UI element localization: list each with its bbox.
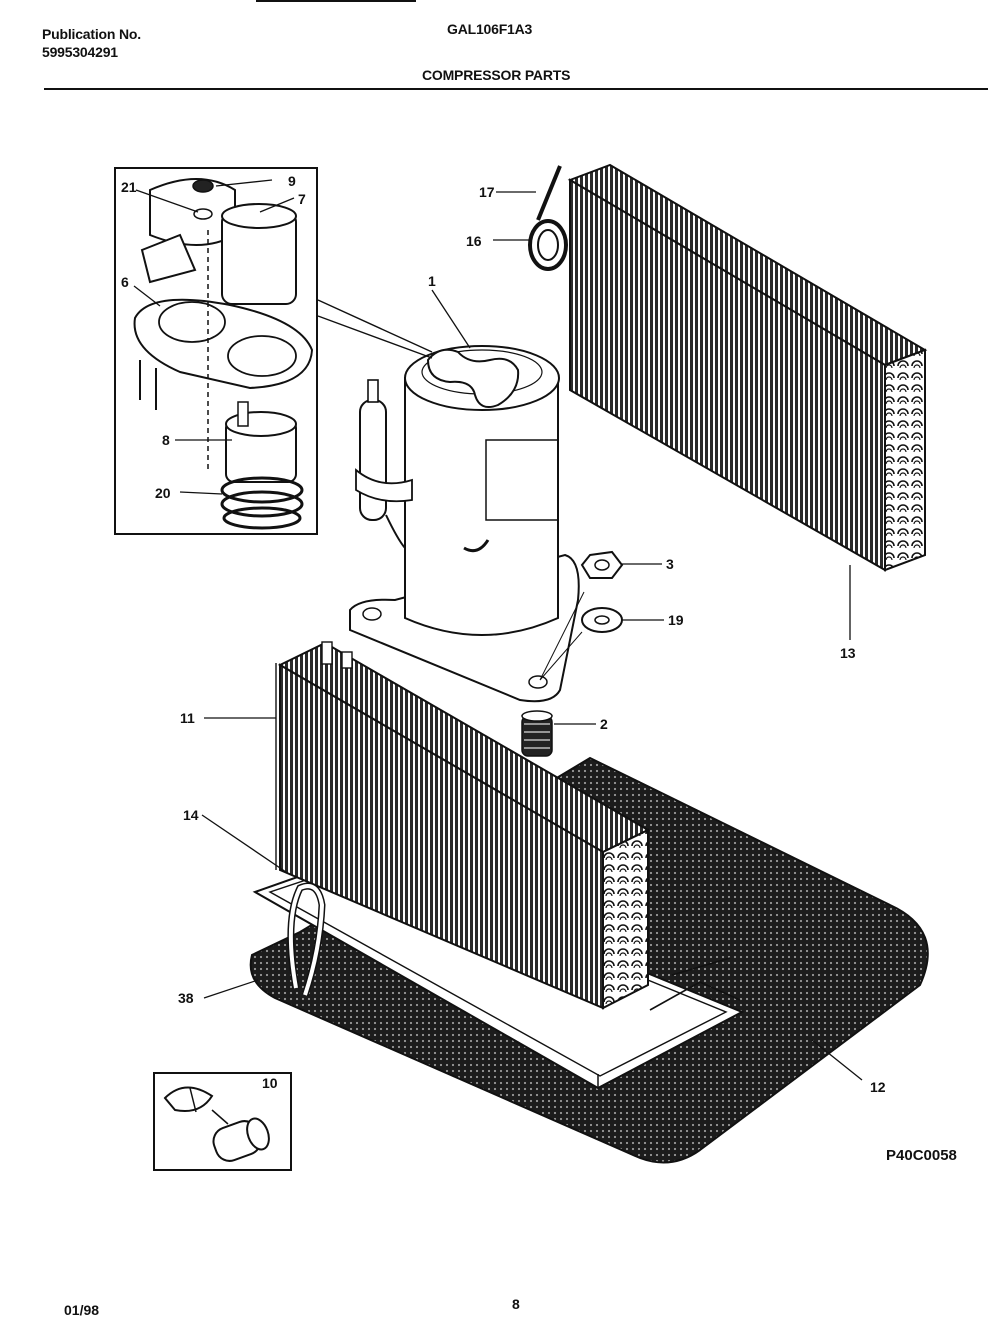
nut — [580, 550, 624, 579]
callout-38: 38 — [178, 990, 194, 1006]
condenser-coil — [275, 641, 651, 1010]
inset-overload-box — [114, 167, 318, 535]
capillary-tube — [528, 165, 568, 271]
callout-14: 12 — [870, 1079, 886, 1095]
drain-hose — [287, 882, 326, 997]
washer — [581, 607, 623, 633]
callout-16: 16 — [466, 233, 482, 249]
publication-label: Publication No. — [42, 26, 141, 42]
callout-3: 3 — [666, 556, 674, 572]
callout-11: 11 — [180, 710, 195, 726]
leader-lines — [133, 179, 863, 1081]
callout-1: 1 — [428, 273, 436, 289]
compressor-body — [404, 345, 560, 636]
header-rule — [44, 88, 988, 90]
grommet — [521, 710, 553, 757]
footer-date: 01/98 — [64, 1302, 100, 1318]
callout-13: 14 — [183, 807, 199, 823]
footer-page-number: 8 — [512, 1296, 520, 1312]
callout-19: 19 — [668, 612, 684, 628]
top-short-rule — [256, 0, 416, 2]
callout-2: 2 — [600, 716, 608, 732]
callout-20: 20 — [155, 485, 171, 501]
callout-labels: 9 21 7 6 8 20 1 17 16 3 19 2 13 11 14 38… — [121, 173, 886, 1095]
callout-12: 13 — [840, 645, 856, 661]
figure-code: P40C0058 — [886, 1147, 957, 1164]
model-number: GAL106F1A3 — [447, 21, 533, 37]
publication-number: 5995304291 — [42, 44, 118, 60]
callout-9: 9 — [288, 173, 296, 189]
section-title: COMPRESSOR PARTS — [422, 67, 571, 83]
accumulator — [355, 379, 413, 549]
callout-21: 21 — [121, 179, 137, 195]
callout-8: 8 — [162, 432, 170, 448]
callout-7: 7 — [298, 191, 306, 207]
evaporator-coil — [567, 163, 928, 572]
inset-capacitor-box — [153, 1072, 292, 1171]
callout-10: 10 — [262, 1075, 278, 1091]
callout-6: 6 — [121, 274, 129, 290]
callout-17: 17 — [479, 184, 495, 200]
